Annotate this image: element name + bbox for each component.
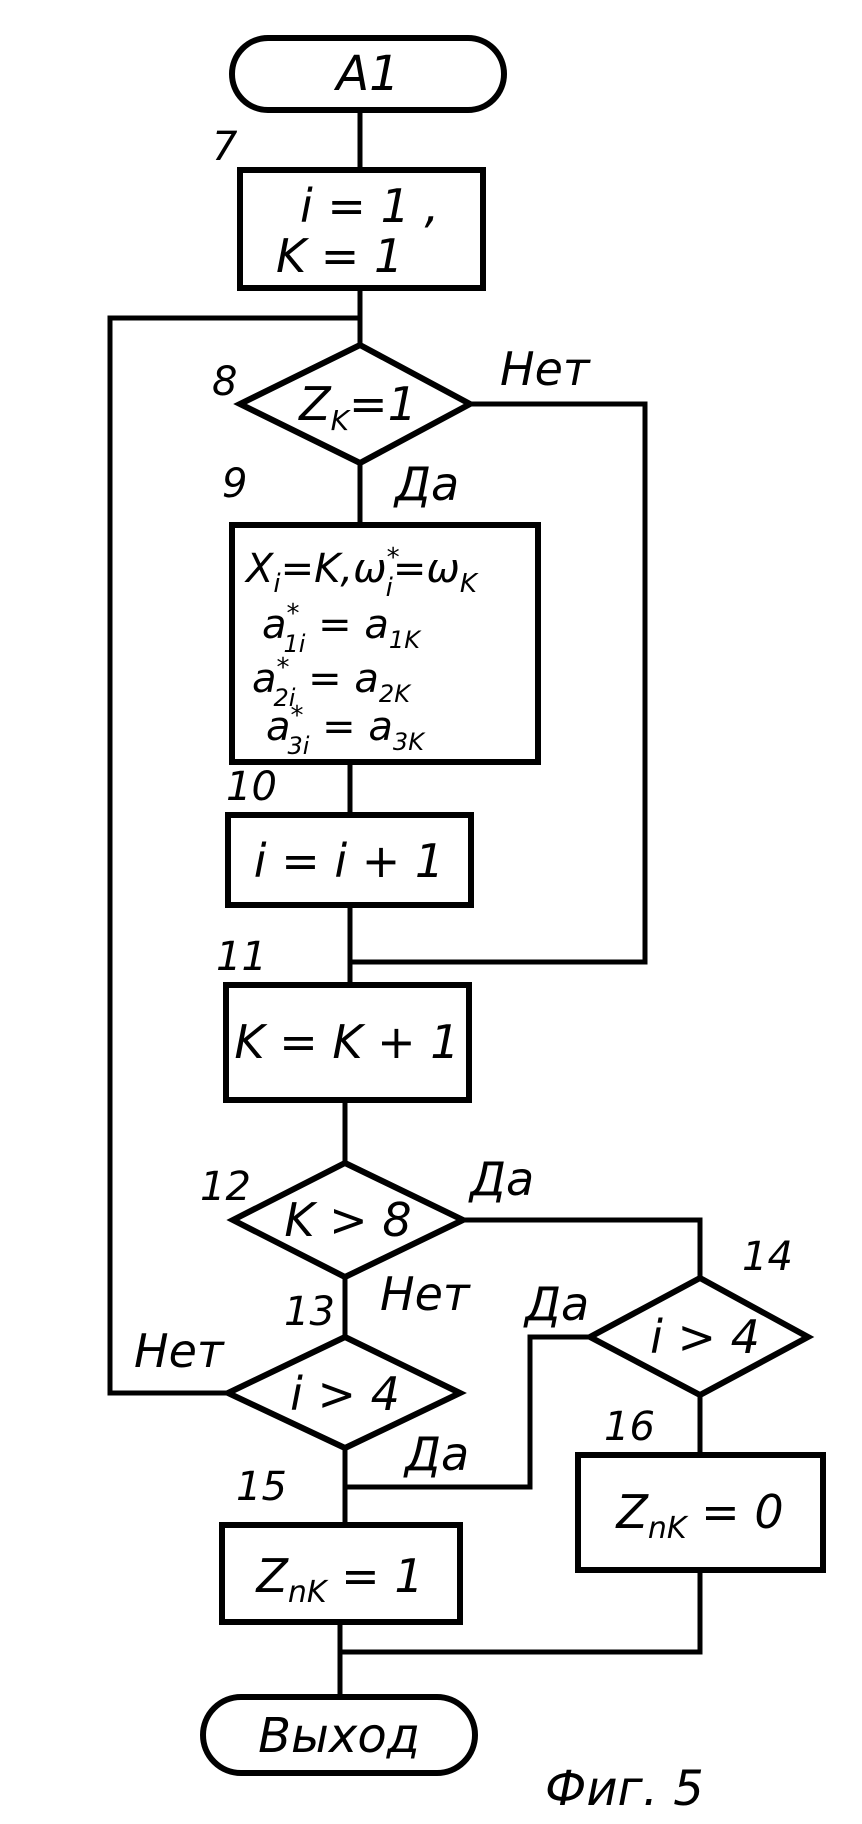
block-9-number: 9 — [222, 461, 247, 507]
block-14-yes-label: Да — [523, 1277, 589, 1331]
block-14-decision: 14 i > 4 Да — [523, 1234, 808, 1395]
block-8-decision: 8 ZK=1 Нет Да — [212, 342, 591, 511]
block-13-no-label: Нет — [134, 1324, 225, 1378]
end-label: Выход — [258, 1708, 420, 1764]
block-10-number: 10 — [226, 764, 277, 810]
figure-caption: Фиг. 5 — [545, 1761, 704, 1817]
block-7-line-1: i = 1 , — [300, 179, 439, 233]
block-14-number: 14 — [742, 1234, 793, 1280]
block-9-assign: 9 Xi=K,ω*i=ωK a*1i = a1K a*2i = a2K a*3i… — [222, 461, 538, 762]
block-13-yes-label: Да — [403, 1427, 469, 1481]
block-7-number: 7 — [212, 124, 238, 170]
start-terminal: A1 — [232, 38, 504, 110]
block-16-number: 16 — [604, 1404, 655, 1450]
block-11-increment-k: 11 K = K + 1 — [216, 934, 469, 1100]
block-11-number: 11 — [216, 934, 267, 980]
block-12-yes-label: Да — [468, 1152, 534, 1206]
block-8-condition: ZK=1 — [297, 377, 417, 437]
block-15-number: 15 — [236, 1464, 287, 1510]
block-8-no-label: Нет — [500, 342, 591, 396]
block-14-condition: i > 4 — [650, 1310, 760, 1364]
block-12-number: 12 — [200, 1164, 251, 1210]
block-15-text: ZnK = 1 — [254, 1549, 423, 1610]
block-7-line-2: K = 1 — [276, 229, 403, 283]
start-label: A1 — [333, 46, 399, 102]
block-8-number: 8 — [212, 359, 237, 405]
block-12-no-label: Нет — [380, 1267, 471, 1321]
block-12-condition: K > 8 — [284, 1193, 411, 1247]
block-13-condition: i > 4 — [290, 1367, 400, 1421]
block-16-text: ZnK = 0 — [614, 1485, 783, 1546]
end-terminal: Выход — [203, 1697, 475, 1773]
block-12-decision: 12 K > 8 Да Нет — [200, 1152, 534, 1321]
block-13-number: 13 — [284, 1289, 335, 1335]
block-8-yes-label: Да — [393, 457, 459, 511]
block-7-init: 7 i = 1 , K = 1 — [212, 124, 483, 288]
block-11-text: K = K + 1 — [234, 1015, 459, 1069]
block-10-text: i = i + 1 — [254, 834, 444, 888]
